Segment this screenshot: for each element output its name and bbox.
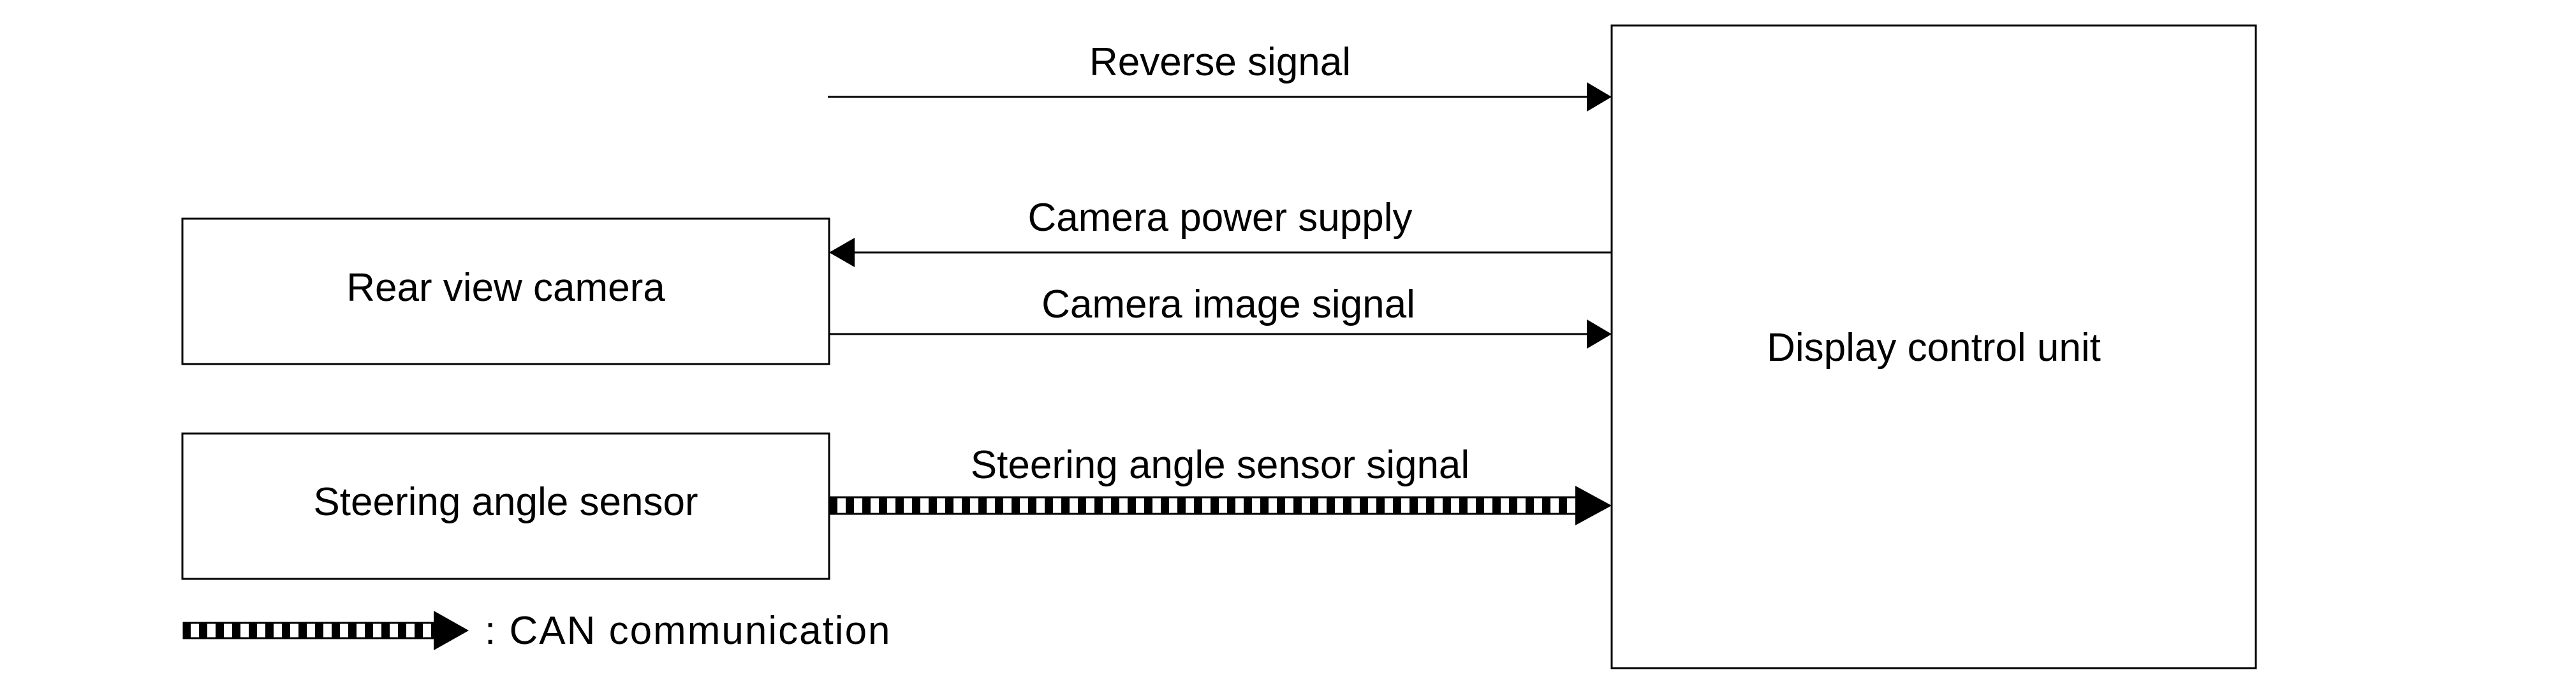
legend-can-label: : CAN communication [485,609,892,653]
reverse-signal-arrowhead [1587,82,1612,112]
steering-angle-signal-label: Steering angle sensor signal [971,443,1469,487]
legend-can-line [182,622,438,639]
camera-power-supply-label: Camera power supply [1027,196,1412,240]
camera-image-signal-arrowhead [1587,319,1612,349]
display-control-unit-label: Display control unit [1767,326,2101,370]
legend: : CAN communication [182,609,892,653]
camera-image-signal-label: Camera image signal [1041,282,1415,326]
camera-power-supply-arrow: Camera power supply [829,196,1612,267]
rear-view-camera-block: Rear view camera [181,217,830,365]
camera-image-signal-arrow: Camera image signal [829,282,1612,349]
steering-angle-sensor-label: Steering angle sensor [313,480,698,524]
reverse-signal-arrow: Reverse signal [828,40,1612,112]
steering-angle-signal-can-arrow: Steering angle sensor signal [829,443,1612,525]
display-control-unit-block: Display control unit [1610,24,2257,669]
camera-power-supply-arrowhead [829,238,855,267]
steering-angle-sensor-block: Steering angle sensor [181,432,830,580]
rear-view-camera-label: Rear view camera [346,266,665,310]
reverse-signal-label: Reverse signal [1089,40,1351,84]
steering-angle-signal-arrowhead [1575,486,1612,525]
legend-can-arrowhead [434,611,469,650]
